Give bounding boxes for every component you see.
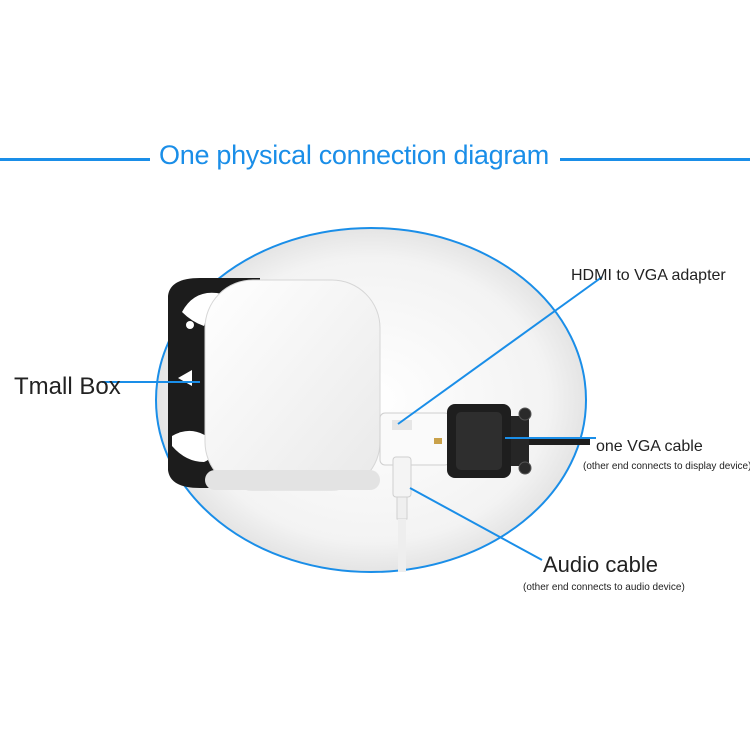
- hdmi-to-vga-adapter: [379, 412, 451, 466]
- title-rule-right: [560, 158, 750, 161]
- tmall-box-ear-top: [182, 292, 222, 326]
- label-audio-cable: Audio cable: [543, 552, 658, 577]
- note-vga-cable: (other end connects to display device): [583, 461, 750, 472]
- vga-screw-top: [518, 407, 532, 421]
- vga-plug-ridge: [456, 412, 502, 470]
- adapter-port-marker: [434, 438, 442, 444]
- vga-screw-bottom: [518, 461, 532, 475]
- tmall-box: [168, 278, 381, 491]
- tmall-box-eye-top: [186, 321, 194, 329]
- label-hdmi-adapter: HDMI to VGA adapter: [571, 267, 726, 284]
- audio-cable: [392, 456, 412, 572]
- leader-audio-cable: [409, 487, 543, 561]
- diagram-title: One physical connection diagram: [159, 140, 549, 170]
- vga-connector: [447, 404, 590, 478]
- title-rule-left: [0, 158, 150, 161]
- audio-strain-relief: [396, 496, 408, 520]
- note-audio-cable: (other end connects to audio device): [523, 582, 685, 593]
- adapter-plug: [392, 420, 412, 430]
- tmall-box-body: [204, 279, 381, 491]
- label-vga-cable: one VGA cable: [596, 438, 703, 455]
- label-tmall-box: Tmall Box: [14, 373, 121, 400]
- audio-jack: [392, 456, 412, 498]
- leader-hdmi-adapter: [397, 276, 603, 425]
- tmall-box-bottom-edge: [205, 470, 380, 490]
- vga-screw-housing: [511, 416, 529, 466]
